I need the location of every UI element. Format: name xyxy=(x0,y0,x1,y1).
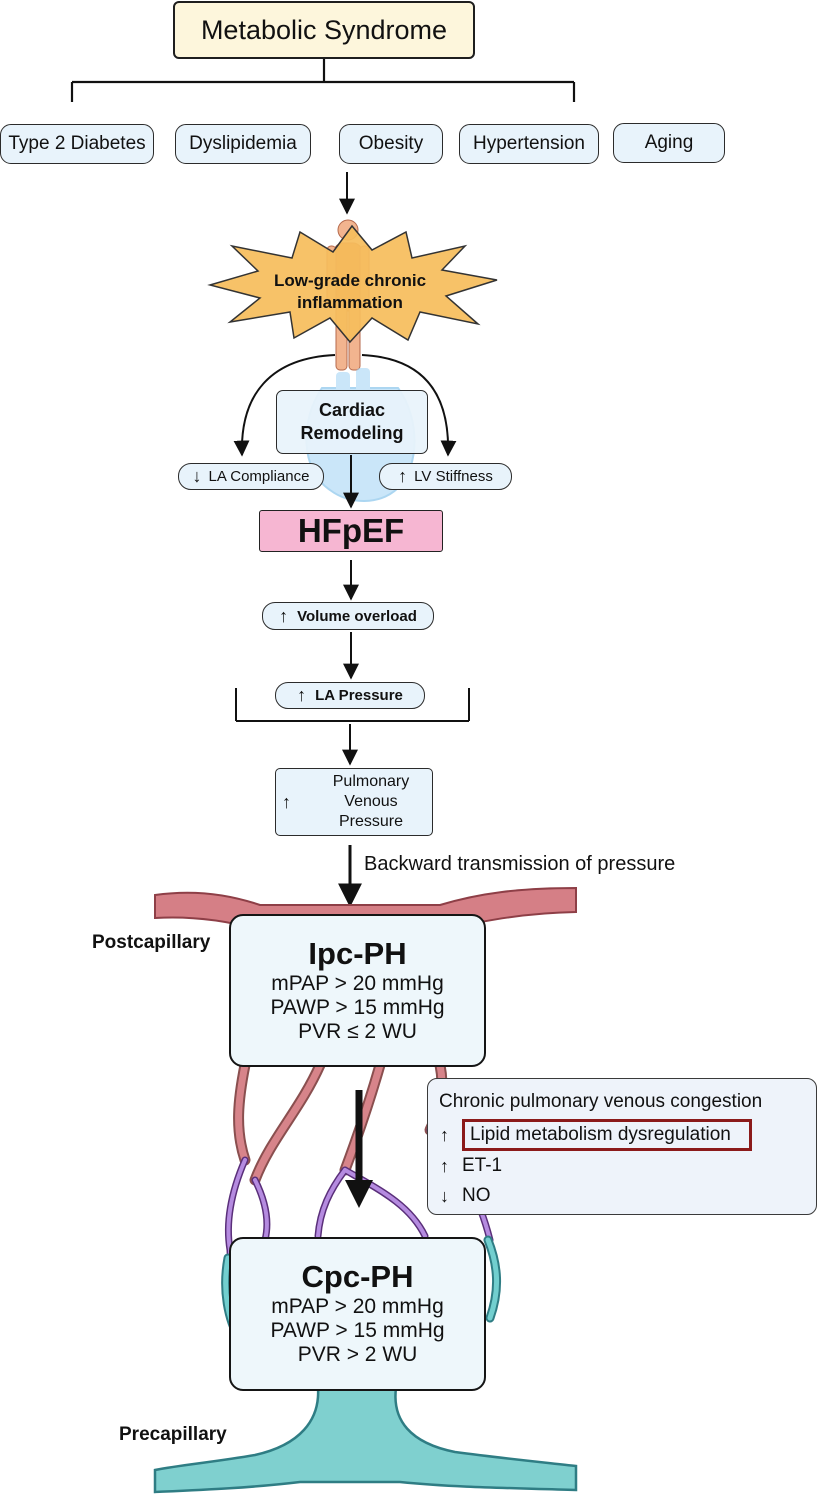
metabolic-syndrome-title: Metabolic Syndrome xyxy=(173,1,475,59)
volume-overload-text: Volume overload xyxy=(297,607,417,625)
precapillary-artery xyxy=(153,1386,578,1494)
la-bracket xyxy=(235,688,470,722)
up-arrow-icon: ↑ xyxy=(398,466,408,486)
lipid-highlight-text: Lipid metabolism dysregulation xyxy=(462,1119,752,1151)
ipc-ph-pawp: PAWP > 15 mmHg xyxy=(270,996,445,1019)
risk-factor-obesity: Obesity xyxy=(339,124,443,164)
congestion-item-lipid: ↑ Lipid metabolism dysregulation xyxy=(440,1119,752,1151)
risk-factor-hypertension: Hypertension xyxy=(459,124,599,164)
top-bracket xyxy=(70,59,576,102)
ipc-ph-pvr: PVR ≤ 2 WU xyxy=(298,1020,417,1043)
congestion-item-no: ↓ NO xyxy=(440,1185,491,1207)
curve-arrow-left xyxy=(233,354,336,457)
la-compliance-pill: ↓ LA Compliance xyxy=(178,463,324,490)
cpc-ph-box: Cpc-PH mPAP > 20 mmHg PAWP > 15 mmHg PVR… xyxy=(229,1237,486,1391)
congestion-item-et1: ↑ ET-1 xyxy=(440,1155,502,1177)
inflammation-line2: inflammation xyxy=(297,293,403,312)
ipc-ph-mpap: mPAP > 20 mmHg xyxy=(271,972,444,995)
cpc-ph-title: Cpc-PH xyxy=(301,1259,414,1294)
cardiac-remodeling-line2: Remodeling xyxy=(300,423,404,443)
cardiac-remodeling-box: Cardiac Remodeling xyxy=(276,390,428,454)
backward-transmission-label: Backward transmission of pressure xyxy=(364,853,676,875)
la-pressure-pill: ↑ LA Pressure xyxy=(275,682,425,709)
ipc-ph-box: Ipc-PH mPAP > 20 mmHg PAWP > 15 mmHg PVR… xyxy=(229,914,486,1067)
pulmonary-venous-pressure-box: ↑ Pulmonary Venous Pressure xyxy=(275,768,433,836)
cardiac-remodeling-line1: Cardiac xyxy=(318,400,386,420)
congestion-title: Chronic pulmonary venous congestion xyxy=(439,1091,763,1112)
inflammation-label: Low-grade chronic inflammation xyxy=(250,270,450,314)
risk-factor-aging: Aging xyxy=(613,123,725,163)
postcapillary-label: Postcapillary xyxy=(92,932,211,953)
curve-arrow-right xyxy=(361,354,457,457)
down-arrow-icon: ↓ xyxy=(440,1185,449,1206)
arrow-ipc-to-cpc-head xyxy=(345,1180,373,1208)
up-arrow-icon: ↑ xyxy=(440,1155,449,1176)
pvp-line1: Pulmonary xyxy=(332,773,410,790)
cpc-ph-pvr: PVR > 2 WU xyxy=(297,1343,418,1366)
la-pressure-text: LA Pressure xyxy=(315,687,403,704)
up-arrow-icon: ↑ xyxy=(440,1124,449,1145)
hfpef-box: HFpEF xyxy=(259,510,443,552)
pvp-line2: Venous xyxy=(344,793,398,810)
lv-stiffness-text: LV Stiffness xyxy=(414,468,493,485)
risk-factor-type2-diabetes: Type 2 Diabetes xyxy=(0,124,154,164)
risk-factor-dyslipidemia: Dyslipidemia xyxy=(175,124,311,164)
ipc-ph-title: Ipc-PH xyxy=(308,936,407,971)
down-arrow-icon: ↓ xyxy=(192,466,202,486)
la-compliance-text: LA Compliance xyxy=(208,468,310,485)
congestion-box: Chronic pulmonary venous congestion ↑ Li… xyxy=(427,1078,817,1215)
up-arrow-icon: ↑ xyxy=(279,605,289,626)
volume-overload-pill: ↑ Volume overload xyxy=(262,602,434,630)
no-text: NO xyxy=(462,1185,491,1206)
lv-stiffness-pill: ↑ LV Stiffness xyxy=(379,463,512,490)
pvp-line3: Pressure xyxy=(338,813,404,830)
up-arrow-icon: ↑ xyxy=(297,685,307,705)
et1-text: ET-1 xyxy=(462,1155,503,1176)
up-arrow-icon: ↑ xyxy=(282,792,291,812)
inflammation-burst xyxy=(207,224,498,344)
inflammation-line1: Low-grade chronic xyxy=(273,271,427,290)
precapillary-label: Precapillary xyxy=(119,1424,227,1445)
cpc-ph-pawp: PAWP > 15 mmHg xyxy=(270,1319,445,1342)
cpc-ph-mpap: mPAP > 20 mmHg xyxy=(271,1295,444,1318)
